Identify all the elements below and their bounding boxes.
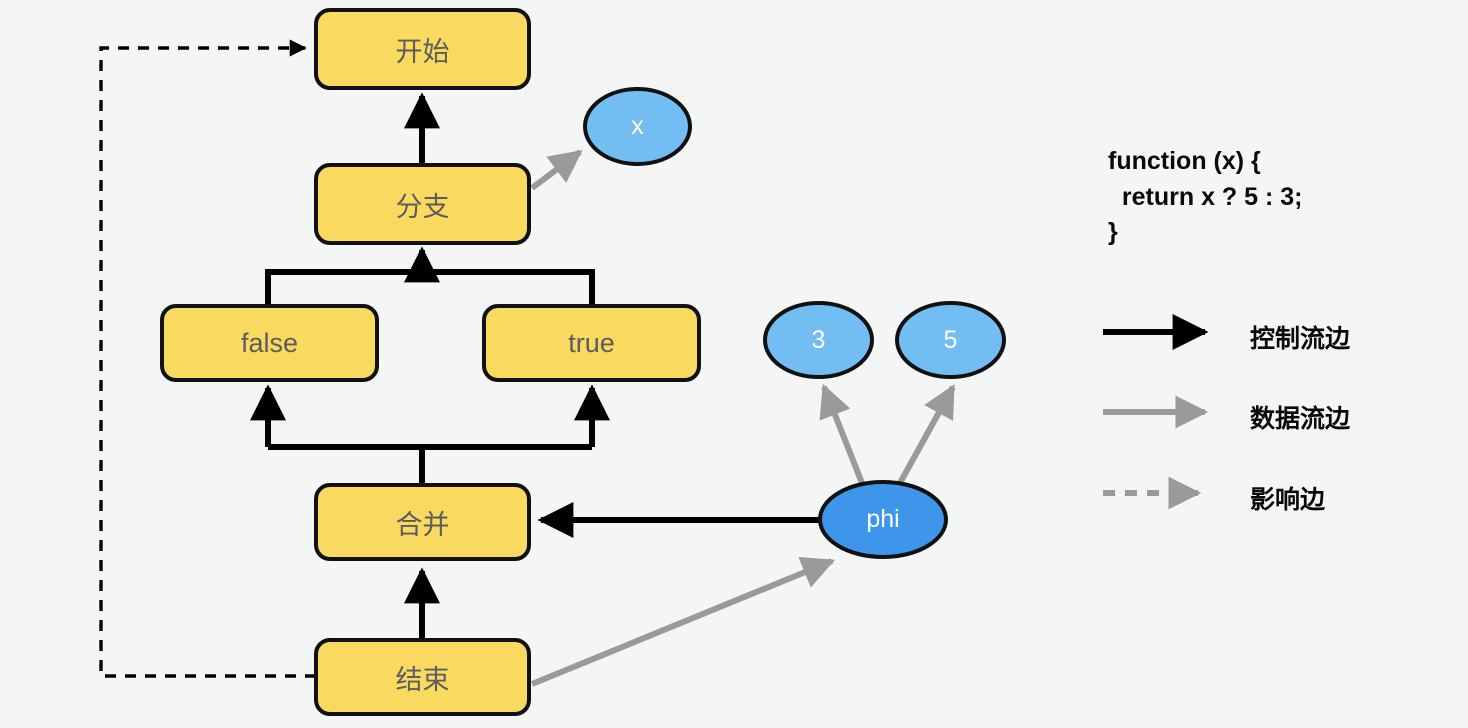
- code-snippet: function (x) { return x ? 5 : 3; }: [1108, 147, 1303, 246]
- node-value-x[interactable]: [583, 87, 692, 166]
- node-branch[interactable]: [314, 163, 531, 245]
- edge-influence-end-start: [99, 39, 316, 678]
- legend-label-data: 数据流边: [1250, 405, 1351, 433]
- node-start[interactable]: [314, 8, 531, 90]
- node-value-5[interactable]: [895, 301, 1006, 379]
- node-false[interactable]: [160, 304, 379, 382]
- node-end[interactable]: [314, 638, 531, 716]
- legend-label-influence: 影响边: [1250, 486, 1326, 514]
- edge-data-end-phi: [530, 557, 836, 687]
- legend-label-control: 控制流边: [1250, 325, 1351, 353]
- edge-data-branch-x: [530, 149, 583, 191]
- edge-data-phi-5: [897, 384, 956, 485]
- node-value-3[interactable]: [763, 301, 874, 379]
- edge-data-phi-3: [819, 383, 865, 485]
- node-true[interactable]: [482, 304, 701, 382]
- node-merge[interactable]: [314, 483, 531, 561]
- node-phi[interactable]: [818, 480, 948, 559]
- edge-control-falsetrue-branch: [265, 269, 595, 306]
